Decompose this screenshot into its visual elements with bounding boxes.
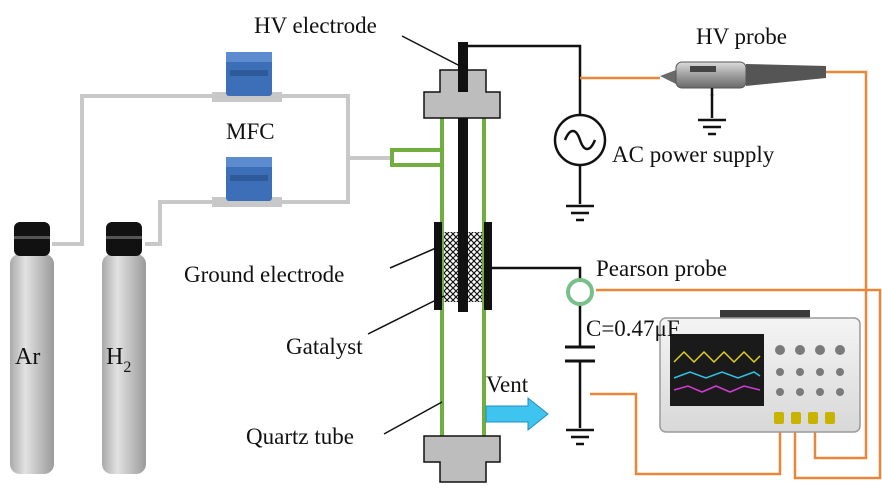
leader-lines <box>367 35 461 435</box>
ground-electrode-left <box>434 222 442 310</box>
gas-lines <box>52 94 392 246</box>
mfc-lower <box>212 157 282 207</box>
signal-cables <box>580 70 882 480</box>
hydrogen-label-base: H <box>106 344 123 370</box>
ground-symbol-ac <box>566 204 594 222</box>
vent-label: Vent <box>486 372 529 397</box>
argon-cylinder <box>10 222 54 474</box>
ground-electrode-label: Ground electrode <box>184 262 344 287</box>
argon-label: Ar <box>15 344 40 370</box>
oscilloscope-device <box>659 310 861 433</box>
circuit-wires <box>468 44 714 428</box>
bottom-fitting <box>423 435 501 483</box>
hydrogen-label: H2 <box>106 344 131 376</box>
vent-arrow <box>485 396 549 432</box>
ground-symbol-capacitor <box>566 428 594 446</box>
pearson-probe-coil <box>566 278 594 306</box>
catalyst-label: Gatalyst <box>286 334 363 359</box>
pearson-probe-label: Pearson probe <box>596 256 727 281</box>
hv-probe-device <box>660 61 826 96</box>
ac-power-supply-label: AC power supply <box>612 142 775 167</box>
hv-electrode-top <box>458 42 468 92</box>
hv-electrode-label: HV electrode <box>254 13 377 38</box>
hv-electrode-rod <box>458 42 468 312</box>
hydrogen-cylinder <box>102 222 146 474</box>
hv-probe-label: HV probe <box>696 24 787 49</box>
top-fitting <box>423 69 501 119</box>
quartz-tube-label: Quartz tube <box>246 424 354 449</box>
mfc-upper <box>212 52 282 102</box>
capacitor-label: C=0.47μF <box>586 316 680 341</box>
ground-electrode-right <box>484 222 492 310</box>
mfc-label: MFC <box>226 119 275 144</box>
hydrogen-label-subscript: 2 <box>123 359 131 376</box>
capacitor-symbol <box>565 345 595 363</box>
ground-symbol-hv-probe <box>698 118 726 136</box>
ac-source-symbol <box>553 113 607 167</box>
